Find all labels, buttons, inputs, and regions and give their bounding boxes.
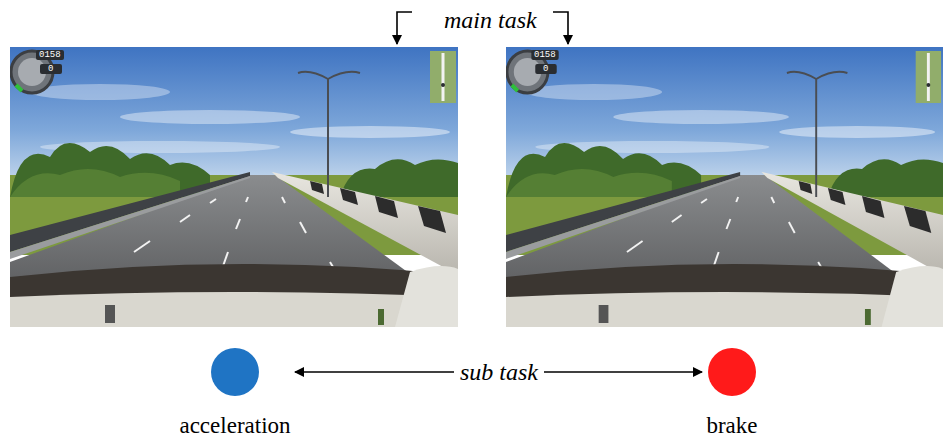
driving-screenshot bbox=[506, 47, 943, 327]
hud-readout: 0158 bbox=[534, 50, 556, 60]
hud-readout: 0 bbox=[543, 64, 548, 74]
driving-screenshot bbox=[10, 47, 458, 327]
circle-node: brake bbox=[702, 347, 762, 439]
node-label: acceleration bbox=[175, 413, 295, 439]
edge-label: sub task bbox=[454, 358, 544, 386]
circle-shape bbox=[210, 347, 260, 397]
bracket-arrow bbox=[553, 12, 568, 44]
circle-node: acceleration bbox=[175, 347, 295, 439]
task-label: main task bbox=[444, 6, 537, 34]
bracket-arrow bbox=[397, 12, 412, 44]
hud-readout: 0158 bbox=[39, 50, 61, 60]
circle-shape bbox=[707, 347, 757, 397]
hud-readout: 0 bbox=[48, 64, 53, 74]
node-label: brake bbox=[702, 413, 762, 439]
